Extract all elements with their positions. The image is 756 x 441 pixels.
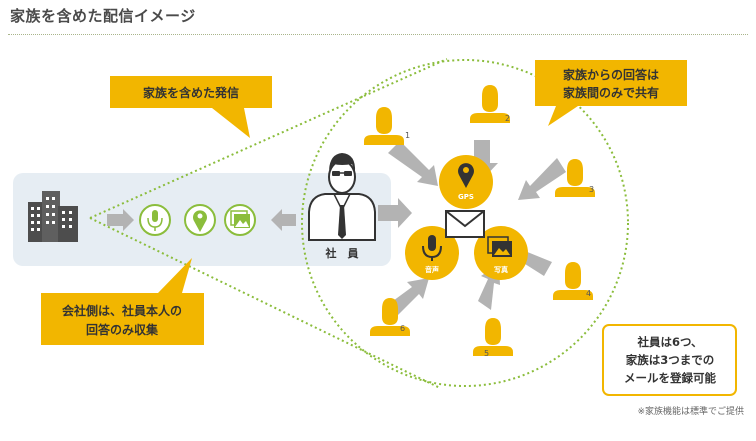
arrow-to-company	[107, 209, 134, 231]
family-member-3-number: 3	[589, 185, 594, 194]
family-member-1-icon	[364, 107, 404, 145]
title-divider	[8, 34, 748, 35]
family-member-6-number: 6	[400, 324, 405, 333]
green-photo-icon	[224, 204, 256, 236]
company-collect-line1: 会社側は、社員本人の	[62, 303, 182, 318]
family-member-1-number: 1	[405, 131, 410, 140]
family-broadcast-callout	[110, 76, 272, 138]
company-collect-line2: 回答のみ収集	[86, 322, 159, 337]
family-broadcast-text: 家族を含めた発信	[143, 85, 239, 100]
broadcast-cone	[89, 58, 629, 389]
employee-icon	[308, 153, 376, 241]
family-share-line1: 家族からの回答は	[563, 67, 659, 82]
family-share-callout	[535, 60, 687, 126]
registration-note-line2: 家族は3つまでの	[626, 353, 715, 367]
registration-note-box	[602, 324, 737, 396]
gps-label: GPS	[458, 193, 474, 201]
voice-channel-icon	[405, 226, 459, 280]
employee-label: 社 員	[325, 246, 359, 260]
arrow-employee-to-center	[378, 198, 412, 228]
family-member-5-icon	[473, 318, 513, 356]
photo-label: 写真	[494, 265, 508, 274]
green-mic-icon	[139, 204, 171, 236]
voice-label: 音声	[425, 265, 439, 274]
mail-icon	[445, 210, 485, 238]
family-member-5-number: 5	[484, 349, 489, 358]
footnote: ※家族機能は標準でご提供	[637, 405, 744, 417]
company-building-icon	[28, 191, 78, 242]
company-collect-callout	[41, 258, 204, 345]
arrow-from-employee	[271, 209, 296, 231]
family-member-2-icon	[470, 85, 510, 123]
family-member-2-number: 2	[505, 114, 510, 123]
family-member-4-number: 4	[586, 289, 591, 298]
photo-channel-icon	[474, 226, 528, 280]
registration-note-line3: メールを登録可能	[624, 371, 716, 385]
registration-note-line1: 社員は6つ、	[636, 335, 702, 349]
green-location-pin-icon	[184, 204, 216, 236]
page-title: 家族を含めた配信イメージ	[10, 7, 196, 25]
gps-channel-icon	[439, 155, 493, 209]
family-share-line2: 家族間のみで共有	[563, 85, 659, 100]
